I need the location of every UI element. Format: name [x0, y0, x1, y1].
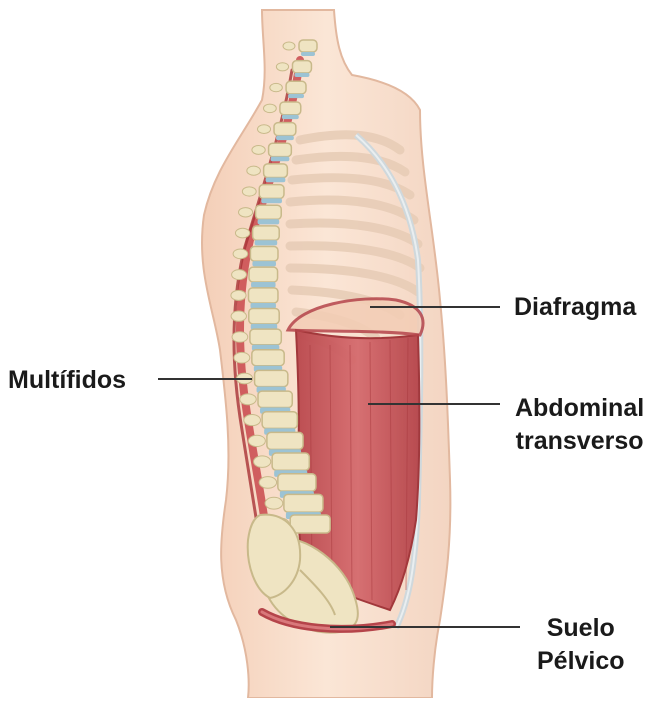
- intervertebral-disc: [271, 157, 290, 162]
- vertebra: [292, 61, 311, 73]
- vertebra: [249, 308, 279, 323]
- spinous-process: [233, 249, 248, 259]
- label-multifidos-text: Multífidos: [8, 364, 126, 397]
- vertebra: [249, 267, 278, 282]
- vertebra: [280, 102, 301, 115]
- vertebra: [248, 288, 277, 303]
- spinous-process: [264, 104, 277, 113]
- intervertebral-disc: [255, 240, 278, 245]
- vertebra: [278, 474, 316, 491]
- vertebra: [286, 81, 306, 94]
- vertebra: [274, 123, 296, 136]
- intervertebral-disc: [288, 94, 304, 98]
- vertebra: [250, 247, 278, 262]
- label-abdominal-line1: Abdominal: [515, 392, 644, 425]
- vertebra: [253, 226, 280, 240]
- spinous-process: [244, 415, 261, 426]
- vertebra: [256, 205, 282, 219]
- intervertebral-disc: [294, 73, 309, 77]
- label-suelo-line1: Suelo: [537, 612, 625, 645]
- label-abdominal-line2: transverso: [515, 425, 644, 458]
- intervertebral-disc: [250, 303, 275, 309]
- vertebra: [250, 329, 281, 345]
- vertebra: [269, 143, 292, 156]
- vertebra: [262, 412, 297, 429]
- label-suelo-line2: Pélvico: [537, 645, 625, 678]
- intervertebral-disc: [258, 219, 280, 224]
- spinous-process: [265, 497, 283, 509]
- spinous-process: [231, 311, 246, 321]
- vertebra: [284, 494, 323, 512]
- intervertebral-disc: [301, 52, 315, 56]
- vertebra: [259, 185, 284, 199]
- label-multifidos: Multífidos: [8, 364, 126, 397]
- vertebra: [290, 515, 330, 533]
- intervertebral-disc: [261, 198, 282, 203]
- intervertebral-disc: [266, 177, 286, 182]
- intervertebral-disc: [251, 282, 276, 287]
- spinous-process: [242, 187, 256, 196]
- vertebra: [267, 432, 303, 449]
- intervertebral-disc: [282, 115, 299, 119]
- spinous-process: [232, 270, 247, 280]
- spinous-process: [252, 145, 265, 154]
- spinous-process: [240, 394, 256, 405]
- spinous-process: [239, 208, 253, 217]
- label-diafragma-text: Diafragma: [514, 291, 636, 324]
- vertebra: [299, 40, 317, 52]
- spinous-process: [232, 332, 248, 342]
- intervertebral-disc: [252, 261, 276, 266]
- vertebra: [252, 350, 284, 366]
- vertebra: [255, 370, 288, 386]
- spinous-process: [247, 166, 261, 175]
- spinous-process: [231, 290, 246, 300]
- spinous-process: [259, 477, 276, 489]
- spinous-process: [254, 456, 271, 467]
- spinous-process: [276, 63, 288, 71]
- intervertebral-disc: [276, 136, 294, 141]
- spinous-process: [248, 435, 265, 446]
- label-abdominal-transverso: Abdominal transverso: [515, 392, 644, 458]
- vertebra: [264, 164, 288, 178]
- spinous-process: [234, 352, 250, 363]
- label-diafragma: Diafragma: [514, 291, 636, 324]
- spinous-process: [235, 228, 249, 238]
- vertebra: [272, 453, 309, 470]
- spinous-process: [270, 83, 283, 91]
- vertebra: [258, 391, 292, 407]
- spinous-process: [283, 42, 295, 50]
- label-suelo-pelvico: Suelo Pélvico: [537, 612, 625, 678]
- spinous-process: [258, 125, 271, 134]
